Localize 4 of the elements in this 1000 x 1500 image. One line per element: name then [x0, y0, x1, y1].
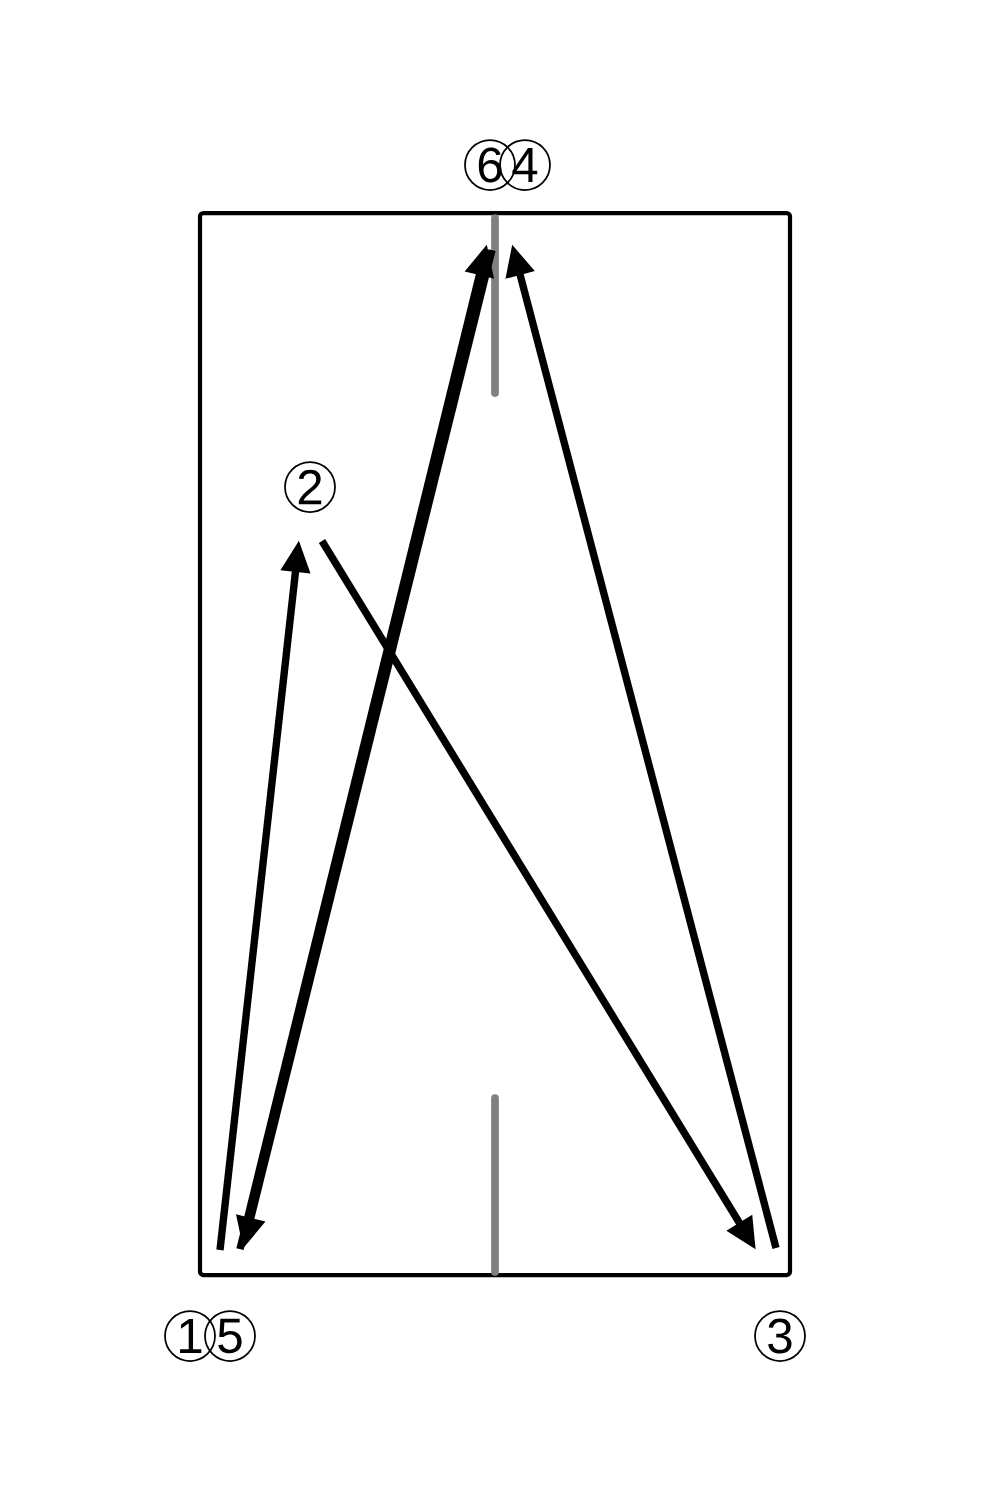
- callout-number: 3: [754, 1310, 806, 1362]
- callout-number: 5: [204, 1310, 256, 1362]
- callout-number: 1: [164, 1310, 216, 1362]
- callout-number: 2: [284, 461, 336, 513]
